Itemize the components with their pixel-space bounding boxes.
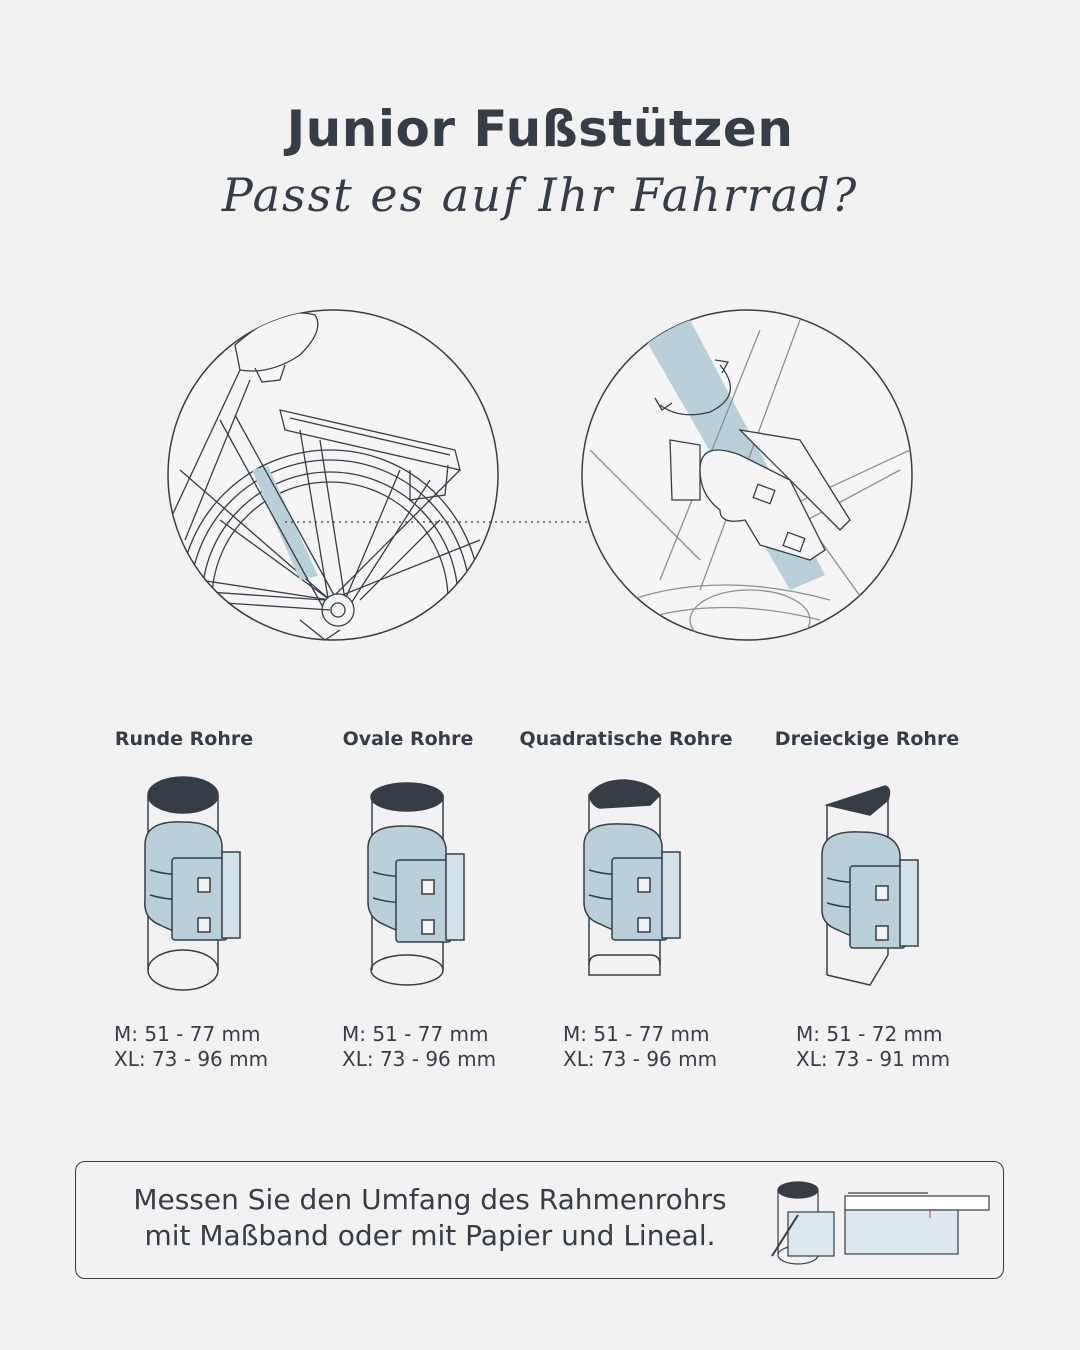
size-spec-square: M: 51 - 77 mm XL: 73 - 96 mm	[563, 1022, 717, 1072]
measuring-note-box	[75, 1161, 1004, 1279]
size-xl-square: XL: 73 - 96 mm	[563, 1047, 718, 1071]
note-line-1: Messen Sie den Umfang des Rahmenrohrs	[133, 1183, 727, 1216]
size-spec-round: M: 51 - 77 mm XL: 73 - 96 mm	[114, 1022, 268, 1072]
triangle-tube-illustration	[821, 785, 919, 986]
oval-tube-illustration	[367, 782, 465, 986]
size-m-oval: M: 51 - 77 mm	[342, 1022, 489, 1046]
tube-label-oval: Ovale Rohre	[342, 728, 474, 750]
measuring-illustration	[771, 1181, 990, 1265]
size-m-round: M: 51 - 77 mm	[114, 1022, 261, 1046]
size-xl-round: XL: 73 - 96 mm	[114, 1047, 269, 1071]
size-spec-oval: M: 51 - 77 mm XL: 73 - 96 mm	[342, 1022, 496, 1072]
page-subtitle: Passt es auf Ihr Fahrrad?	[221, 168, 859, 222]
tube-label-triangle: Dreieckige Rohre	[774, 728, 960, 750]
measuring-note-text: Messen Sie den Umfang des Rahmenrohrs mi…	[90, 1182, 770, 1254]
size-m-square: M: 51 - 77 mm	[563, 1022, 710, 1046]
bike-rack-illustration	[167, 309, 499, 641]
size-xl-triangle: XL: 73 - 91 mm	[796, 1047, 951, 1071]
square-tube-illustration	[583, 779, 681, 976]
tube-label-square: Quadratische Rohre	[519, 728, 733, 750]
tube-label-round: Runde Rohre	[114, 728, 254, 750]
note-line-2: mit Maßband oder mit Papier und Lineal.	[144, 1219, 716, 1252]
size-m-triangle: M: 51 - 72 mm	[796, 1022, 943, 1046]
size-xl-oval: XL: 73 - 96 mm	[342, 1047, 497, 1071]
page-title: Junior Fußstützen	[286, 100, 794, 158]
size-spec-triangle: M: 51 - 72 mm XL: 73 - 91 mm	[796, 1022, 950, 1072]
round-tube-illustration	[144, 776, 241, 991]
clamp-closeup-illustration	[581, 309, 913, 641]
